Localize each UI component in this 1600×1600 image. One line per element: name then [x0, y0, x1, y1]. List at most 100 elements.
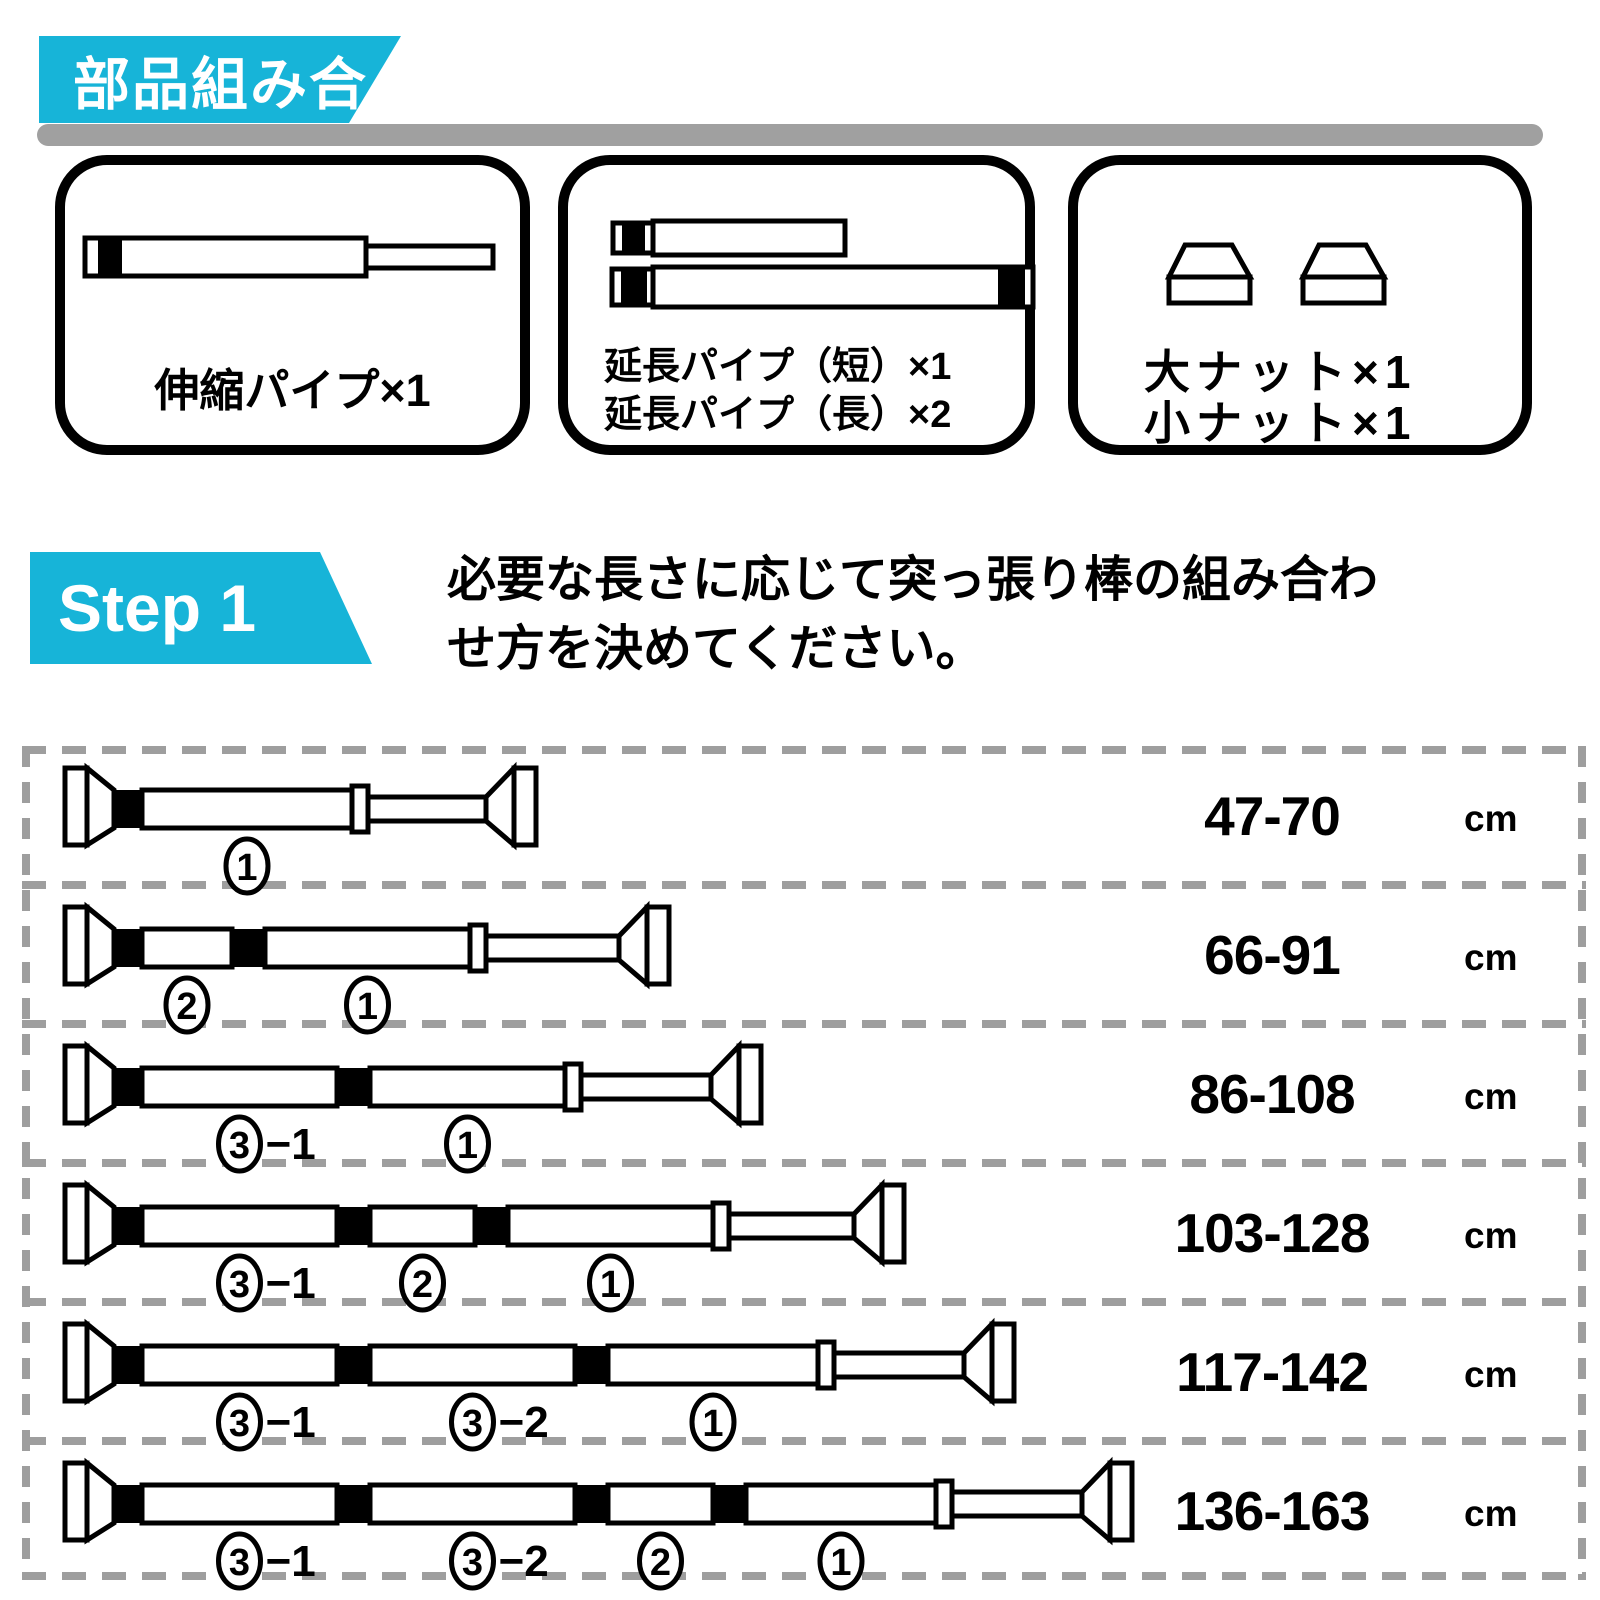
segment-label-circle [216, 1392, 263, 1452]
table-dashed-vline [1578, 746, 1586, 1580]
rod-segment [139, 1065, 340, 1109]
segment-label-circle [587, 1253, 634, 1313]
segment-label-number: 3 [229, 1542, 250, 1584]
segment-label-circle [444, 1114, 491, 1174]
segment-label-circle [817, 1531, 865, 1591]
rod-end-cap-right [736, 1043, 764, 1126]
rod-band [114, 1068, 142, 1106]
segment-label-number: 1 [600, 1264, 621, 1306]
telescopic-pipe-label: 伸縮パイプ×1 [154, 365, 431, 416]
rod-cone-left [84, 1179, 117, 1267]
length-range: 103-128 [1174, 1201, 1371, 1264]
rod-band [337, 1207, 370, 1245]
rod-thin-pipe [483, 933, 622, 963]
segment-label-circle [216, 1114, 263, 1174]
rod-cone-right [851, 1178, 885, 1268]
extension-pipes-drawing [609, 218, 1036, 310]
step1-badge: Step 1 [30, 552, 372, 664]
rod-end-cap-left [62, 1182, 90, 1265]
table-dashed-hline [22, 881, 1586, 889]
table-dashed-hline [22, 1020, 1586, 1028]
rod-thin-pipe [365, 794, 489, 824]
rod-end-cap-right [511, 765, 539, 848]
segment-label-circle [449, 1531, 496, 1591]
rod-band [114, 1207, 142, 1245]
length-unit: cm [1464, 1353, 1518, 1395]
segment-label-number: 1 [702, 1403, 723, 1445]
segment-label-suffix: −1 [266, 1259, 316, 1308]
rod-end-cap-right [879, 1182, 907, 1265]
segment-label-circle [216, 1253, 263, 1313]
rod-segment [139, 1204, 340, 1248]
rod-band [232, 929, 265, 967]
rod-end-cap-right [644, 904, 672, 987]
segment-label-circle [216, 1531, 263, 1591]
length-readout: 103-128 cm [1112, 1163, 1582, 1302]
table-dashed-hline [22, 1159, 1586, 1167]
length-unit: cm [1464, 1492, 1518, 1534]
segment-label-number: 3 [229, 1264, 250, 1306]
rod-segment [139, 926, 235, 970]
rod-end-cap-left [62, 1043, 90, 1126]
segment-label-circle [344, 975, 391, 1035]
rod-end-cap-left [62, 1321, 90, 1404]
rod-cone-right [961, 1317, 995, 1407]
segment-label-suffix: −1 [266, 1537, 316, 1586]
segment-label-suffix: −2 [499, 1398, 549, 1447]
segment-label-suffix: −1 [266, 1398, 316, 1447]
segment-label-number: 1 [357, 986, 378, 1028]
rod-segment [367, 1482, 578, 1526]
rod-band [475, 1207, 508, 1245]
table-dashed-hline [22, 1572, 1586, 1580]
rod-segment [605, 1482, 716, 1526]
segment-label-circle [449, 1392, 496, 1452]
extension-pipe-short-label: 延長パイプ（短）×1 [604, 346, 952, 388]
segment-label-number: 3 [229, 1125, 250, 1167]
rod-end-cap-left [62, 904, 90, 987]
nut-small-label: 小ナット×1 [1144, 397, 1417, 449]
rod-segment [605, 1343, 821, 1387]
rod-end-cap-right [1107, 1460, 1135, 1543]
rod-cone-right [483, 761, 517, 851]
rod-cone-left [84, 901, 117, 989]
rod-segment [139, 787, 355, 831]
table-dashed-hline [22, 746, 1586, 754]
rod-band [575, 1485, 608, 1523]
segment-label-number: 3 [462, 1403, 483, 1445]
rod-segment [505, 1204, 716, 1248]
length-unit: cm [1464, 797, 1518, 839]
length-unit: cm [1464, 1075, 1518, 1117]
segment-label-number: 2 [650, 1542, 671, 1584]
rod-segment [139, 1482, 340, 1526]
segment-label-circle [399, 1253, 446, 1313]
rod-segment [262, 926, 473, 970]
rod-thin-pipe [726, 1211, 857, 1241]
parts-box-telescopic: 伸縮パイプ×1 [55, 155, 530, 455]
segment-label-circle [689, 1392, 737, 1452]
segment-label-number: 1 [236, 847, 257, 889]
segment-label-circle [223, 836, 271, 896]
segment-label-number: 2 [176, 986, 197, 1028]
rod-end-cap-left [62, 1460, 90, 1543]
nut-large-label: 大ナット×1 [1144, 346, 1417, 398]
length-unit: cm [1464, 1214, 1518, 1256]
rod-band [114, 929, 142, 967]
rod-segment [367, 1343, 578, 1387]
segment-label-circle [163, 975, 211, 1035]
step1-label: Step 1 [58, 571, 257, 645]
length-range: 117-142 [1176, 1340, 1369, 1403]
rod-band [337, 1068, 370, 1106]
length-readout: 117-142 cm [1112, 1302, 1582, 1441]
segment-label-number: 2 [412, 1264, 433, 1306]
rod-thin-pipe [831, 1350, 967, 1380]
rod-end-cap-left [62, 765, 90, 848]
